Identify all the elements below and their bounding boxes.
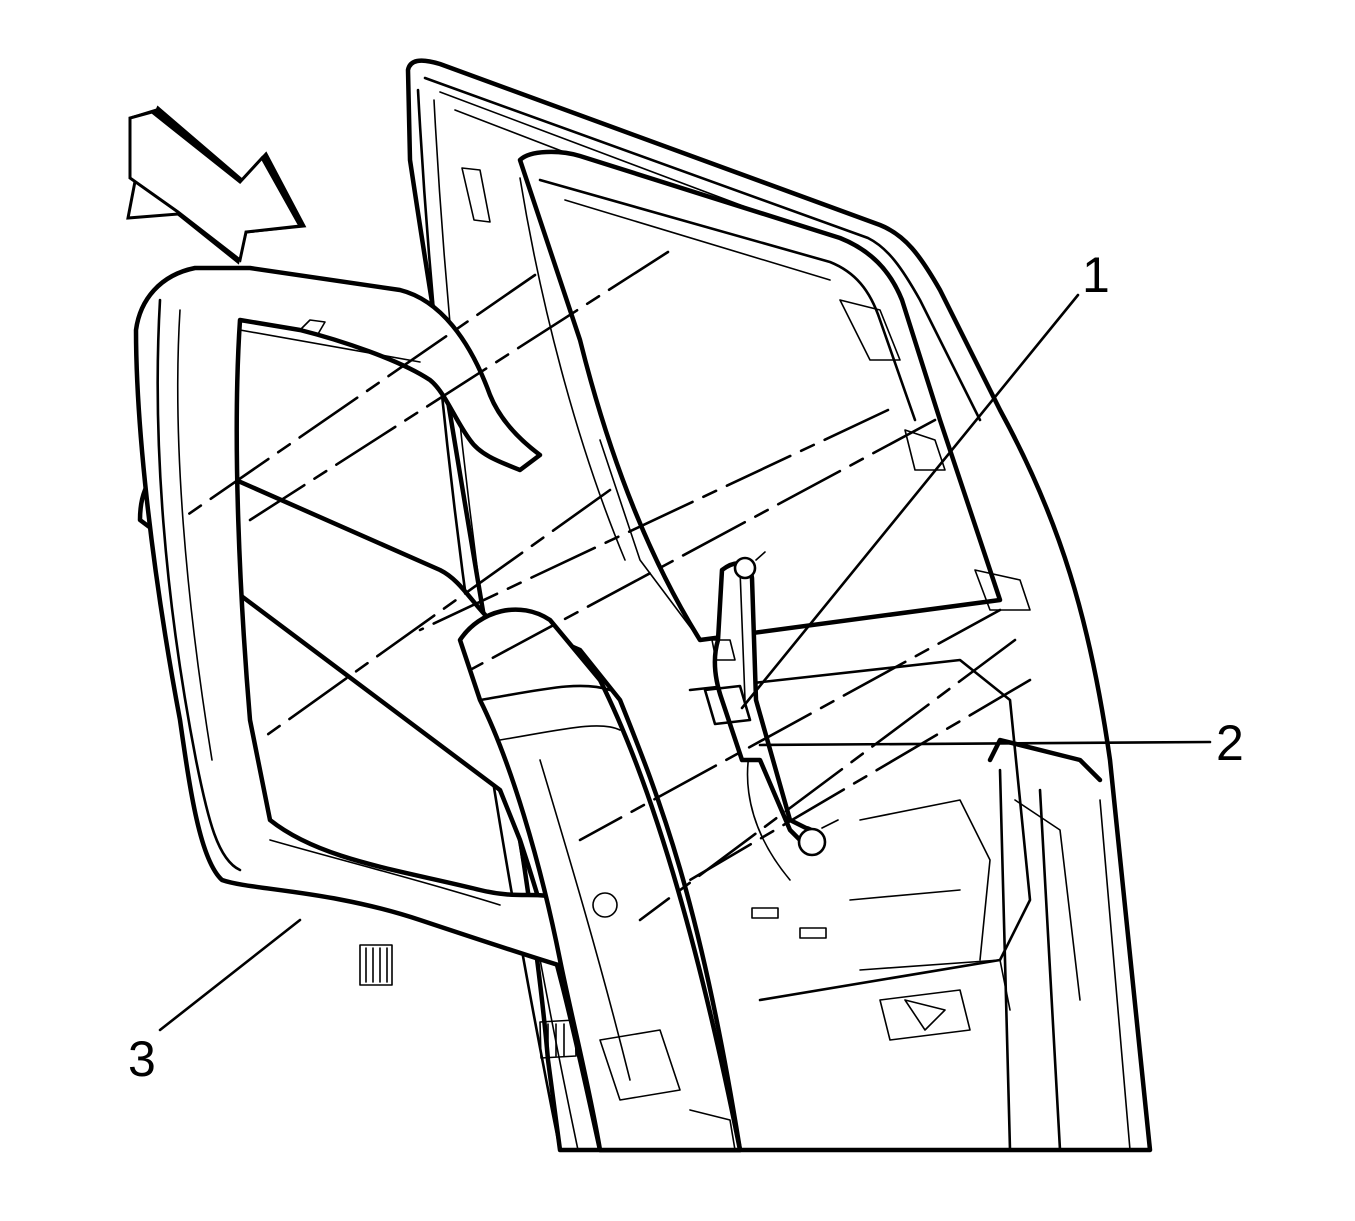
view-direction-arrow-icon <box>126 105 307 265</box>
lower-trim-panel <box>133 265 578 1059</box>
leader-line-3 <box>158 918 302 1032</box>
callout-2: 2 <box>1216 715 1244 771</box>
callout-3: 3 <box>128 1031 156 1087</box>
leader-line-1 <box>740 293 1080 710</box>
alignment-lines <box>178 250 1032 922</box>
pillar-trim <box>457 607 743 1153</box>
door-frame <box>405 58 1153 1153</box>
callout-1: 1 <box>1082 247 1110 303</box>
leader-line-2 <box>758 740 1212 747</box>
seat-belt-guide <box>703 551 839 857</box>
leader-lines <box>158 293 1212 1032</box>
